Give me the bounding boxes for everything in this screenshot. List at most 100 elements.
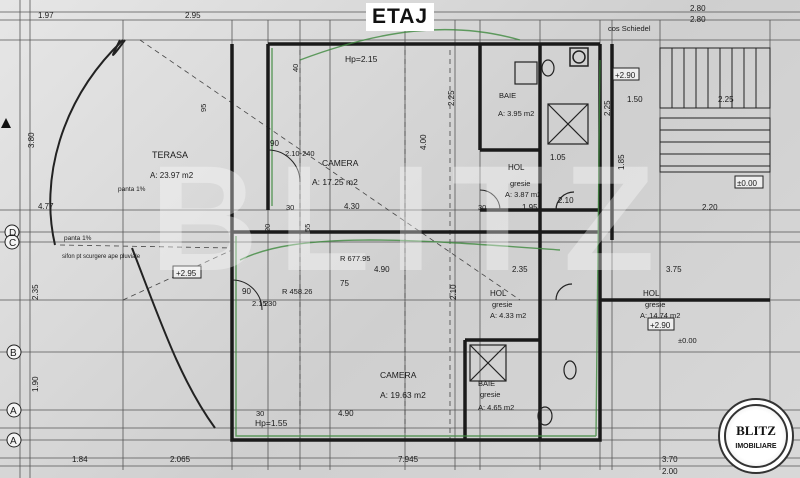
dim-inner-15: 1.50 — [627, 95, 643, 104]
hol1-name: HOL — [508, 163, 525, 172]
hol2-area: A: 4.33 m2 — [490, 311, 526, 320]
dim-inner-2: 4.00 — [419, 134, 428, 150]
terasa-area: A: 23.97 m2 — [150, 171, 194, 180]
dim-inner-5: 4.30 — [344, 202, 360, 211]
dim-top-2: 2.95 — [185, 11, 201, 20]
dim-inner-19: 30 — [286, 203, 294, 212]
dim-bottom-2: 2.065 — [170, 455, 191, 464]
door2-width: 90 — [242, 287, 251, 296]
level-l1: +2.90 — [615, 71, 636, 80]
camera1-area: A: 17.25 m2 — [312, 177, 358, 187]
logo-text-layer: BLITZ IMOBILIARE — [735, 423, 777, 450]
dim-bottom-3: 7.945 — [398, 455, 419, 464]
dim-inner-23: 55 — [303, 224, 312, 232]
watermark-text: BLITZ — [150, 134, 675, 302]
terrace-outline — [49, 39, 216, 429]
dim-inner-18: 75 — [340, 279, 349, 288]
level-l2: +2.95 — [176, 269, 197, 278]
dim-inner-7: 4.90 — [374, 265, 390, 274]
dim-inner-12: 2.25 — [718, 95, 734, 104]
arc-radius-1: R 677.95 — [340, 254, 370, 263]
dim-top-1: 1.97 — [38, 11, 54, 20]
page-title: ETAJ — [366, 3, 434, 31]
dim-inner-25: 95 — [199, 104, 208, 112]
door1-height: 2.10-240 — [285, 149, 315, 158]
dim-left-2: 2.35 — [31, 284, 40, 300]
terasa-name: TERASA — [152, 150, 188, 160]
logo-emblem — [724, 404, 788, 468]
dim-left-3: 1.90 — [31, 376, 40, 392]
chimney-symbol — [569, 47, 589, 67]
dim-inner-4: 1.85 — [617, 154, 626, 170]
door2-sill: 230 — [264, 299, 277, 308]
note-slope-1: panta 1% — [118, 186, 146, 193]
dim-inner-11: 3.75 — [666, 265, 682, 274]
baie2-floor: gresie — [480, 390, 500, 399]
door1-width: 90 — [270, 139, 279, 148]
dim-inner-6: 4.77 — [38, 202, 54, 211]
dim-bottom-5: 2.00 — [662, 467, 678, 476]
axis-label-d: D — [9, 228, 16, 239]
note-slope-2: panta 1% — [64, 235, 92, 242]
dim-bottom-1: 1.84 — [72, 455, 88, 464]
dim-top-4: 2.80 — [690, 15, 706, 24]
camera2-area: A: 19.63 m2 — [380, 390, 426, 400]
note-gutter: sifon pt scurgere ape pluviale — [62, 254, 141, 260]
axis-markers — [4, 224, 22, 448]
baie2-area: A: 4.65 m2 — [478, 403, 514, 412]
stairs — [659, 47, 771, 173]
axis-label-a2: A — [10, 436, 17, 447]
level-l4: +2.90 — [650, 321, 671, 330]
dim-inner-16: 4.90 — [338, 409, 354, 418]
dim-inner-22: 40 — [291, 64, 300, 72]
logo-subtitle: IMOBILIARE — [735, 443, 777, 450]
dim-inner-17: 2.10 — [449, 284, 458, 300]
dim-inner-3: 2.25 — [603, 100, 612, 116]
sanitary-fixtures — [469, 59, 589, 426]
hol3-area: A: 14.74 m2 — [640, 311, 680, 320]
door2-height: 2.15 — [252, 299, 267, 308]
blitz-logo: BLITZ IMOBILIARE — [718, 398, 794, 474]
baie1-area: A: 3.95 m2 — [498, 109, 534, 118]
camera1-name: CAMERA — [322, 158, 359, 168]
level-l5: ±0.00 — [678, 336, 697, 345]
door-swings — [231, 149, 501, 311]
axis-label-c: C — [9, 238, 16, 249]
dim-left-1: 3.80 — [27, 132, 36, 148]
dim-inner-9: 1.95 — [522, 203, 538, 212]
dashed-lines — [59, 39, 521, 440]
hol2-name: HOL — [490, 289, 507, 298]
dim-inner-24: 20 — [263, 224, 272, 232]
camera2-name: CAMERA — [380, 370, 417, 380]
hol1-floor: gresie — [510, 179, 530, 188]
arc-radius-2: R 458.26 — [282, 287, 312, 296]
dim-inner-8: 2.35 — [512, 265, 528, 274]
camera1-height: Hp=2.15 — [345, 54, 378, 64]
level-boxes — [172, 67, 764, 331]
hol3-floor: gresie — [645, 300, 665, 309]
hol3-name: HOL — [643, 289, 660, 298]
logo-brand: BLITZ — [736, 423, 776, 438]
hol1-area: A: 3.87 m2 — [505, 190, 541, 199]
dim-top-3: 2.80 — [690, 4, 706, 13]
baie2-name: BAIE — [478, 379, 495, 388]
baie1-name: BAIE — [499, 91, 516, 100]
dim-inner-10: 2.20 — [702, 203, 718, 212]
level-l3: ±0.00 — [737, 179, 758, 188]
note-chimney: cos Schiedel — [608, 24, 651, 33]
camera2-height: Hp=1.55 — [255, 418, 288, 428]
north-arrow-icon — [1, 118, 11, 128]
axis-label-a1: A — [10, 406, 17, 417]
walls — [230, 42, 770, 442]
dim-bottom-4: 3.70 — [662, 455, 678, 464]
axis-label-b: B — [10, 348, 17, 359]
dim-inner-20: 30 — [256, 409, 264, 418]
dim-inner-13: 1.05 — [550, 153, 566, 162]
dim-inner-21: 30 — [478, 203, 486, 212]
hol2-floor: gresie — [492, 300, 512, 309]
dim-inner-14: 2.10 — [558, 196, 574, 205]
dim-inner-1: 2.25 — [447, 90, 456, 106]
green-markup — [235, 28, 601, 437]
